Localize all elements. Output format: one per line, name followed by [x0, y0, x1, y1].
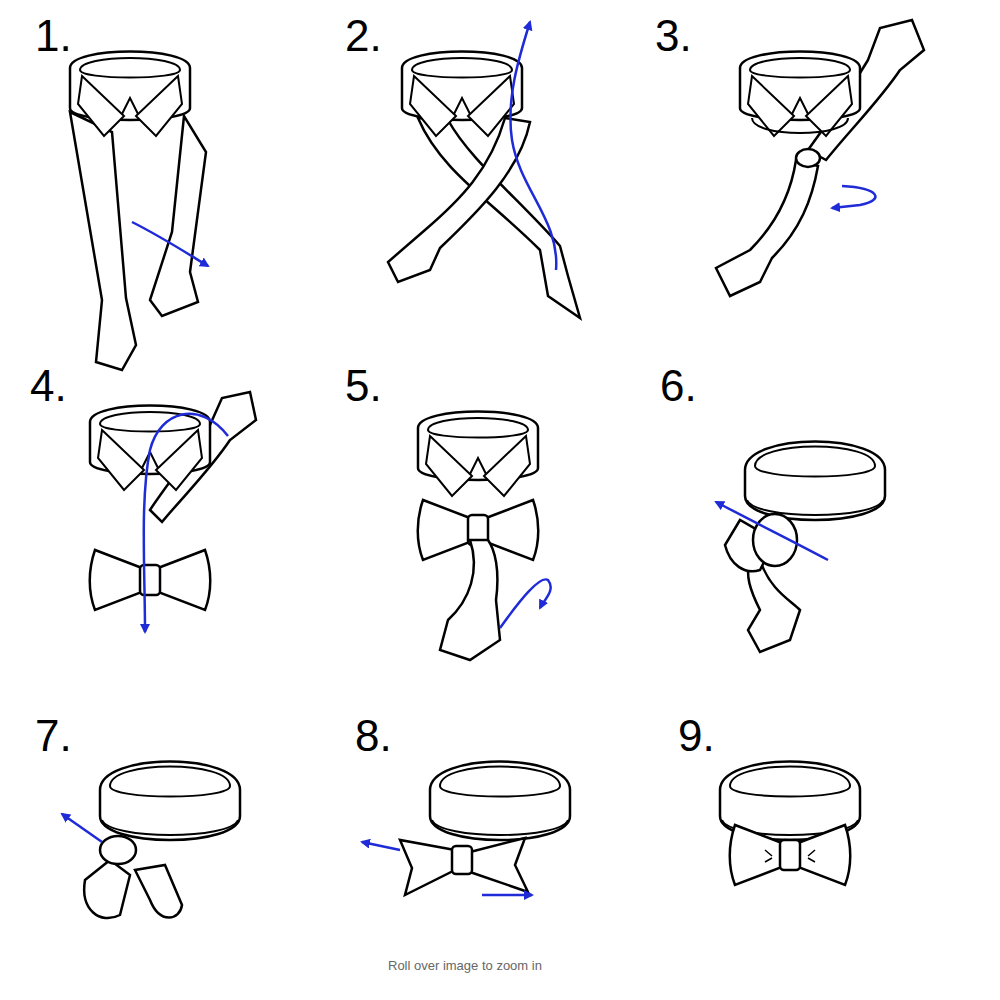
zoom-hint: Roll over image to zoom in — [388, 958, 542, 974]
step-number: 1. — [35, 14, 72, 58]
step-number: 6. — [660, 364, 697, 408]
step-number: 7. — [35, 714, 72, 758]
step-number: 2. — [345, 14, 382, 58]
step-number: 5. — [345, 364, 382, 408]
step-number: 3. — [655, 14, 692, 58]
step-number: 8. — [355, 714, 392, 758]
step-number: 4. — [30, 364, 67, 408]
step-number: 9. — [678, 714, 715, 758]
